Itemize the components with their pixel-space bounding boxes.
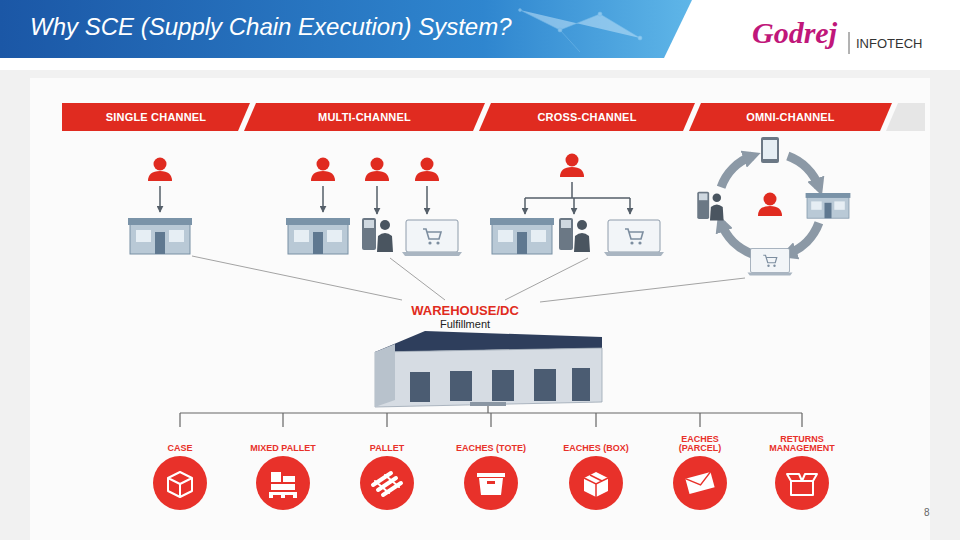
red-circle-icon (672, 455, 728, 511)
red-circle-icon (774, 455, 830, 511)
package-icon (269, 472, 297, 498)
fulfillment-circle: EACHES (PARCEL) (660, 429, 740, 511)
circle-fill (569, 456, 623, 510)
circle-label: PALLET (370, 444, 404, 453)
logo-wordmark: Godrej (752, 16, 837, 50)
slide-title: Why SCE (Supply Chain Execution) System? (30, 13, 512, 41)
circle-label: MIXED PALLET (250, 444, 315, 453)
band-tail (886, 103, 925, 131)
channel-band: OMNI-CHANNEL (689, 103, 892, 131)
circle-label: RETURNS MANAGEMENT (766, 435, 838, 453)
page-number: 8 (924, 507, 930, 518)
cross-channel-icons (490, 154, 664, 257)
red-circle-icon (568, 455, 624, 511)
logo-divider (849, 32, 850, 54)
channel-band: CROSS-CHANNEL (479, 103, 695, 131)
package-icon (477, 473, 505, 495)
circle-fill (360, 456, 414, 510)
circle-heading: PALLET (347, 429, 427, 453)
package-icon (584, 472, 608, 497)
band-label: MULTI-CHANNEL (318, 111, 411, 123)
red-circle-icon (152, 455, 208, 511)
circle-fill (673, 456, 727, 510)
circle-label: EACHES (BOX) (563, 444, 629, 453)
circle-label: EACHES (TOTE) (456, 444, 526, 453)
circle-fill (256, 456, 310, 510)
package-icon (168, 472, 192, 497)
circle-heading: EACHES (PARCEL) (660, 429, 740, 453)
warehouse-building (375, 331, 602, 407)
fulfillment-circle: CASE (140, 429, 220, 511)
fulfillment-label: Fulfillment (440, 318, 490, 330)
band-label: OMNI-CHANNEL (746, 111, 835, 123)
circle-heading: RETURNS MANAGEMENT (762, 429, 842, 453)
package-icon (787, 474, 817, 495)
circle-label: EACHES (PARCEL) (664, 435, 736, 453)
red-circle-icon (463, 455, 519, 511)
band-label: SINGLE CHANNEL (106, 111, 207, 123)
circle-heading: EACHES (BOX) (556, 429, 636, 453)
multi-channel-icons (286, 158, 462, 257)
channel-band: MULTI-CHANNEL (244, 103, 485, 131)
package-icon (685, 472, 714, 494)
omni-channel-icons (697, 137, 850, 276)
title-banner (0, 0, 692, 58)
fulfillment-circle: RETURNS MANAGEMENT (762, 429, 842, 511)
fulfillment-circle: EACHES (TOTE) (451, 429, 531, 511)
converging-lines (192, 256, 745, 302)
channel-band: SINGLE CHANNEL (62, 103, 250, 131)
circle-heading: EACHES (TOTE) (451, 429, 531, 453)
fulfillment-circle: PALLET (347, 429, 427, 511)
warehouse-label: WAREHOUSE/DC (411, 303, 519, 318)
logo-infotech: INFOTECH (856, 36, 922, 51)
band-label: CROSS-CHANNEL (537, 111, 636, 123)
fulfillment-circle: EACHES (BOX) (556, 429, 636, 511)
circle-fill (775, 456, 829, 510)
red-circle-icon (255, 455, 311, 511)
single-channel-icons (128, 158, 192, 255)
circle-fill (464, 456, 518, 510)
distribution-tree (180, 406, 802, 427)
circle-heading: MIXED PALLET (243, 429, 323, 453)
circle-fill (153, 456, 207, 510)
package-icon (373, 473, 401, 495)
red-circle-icon (359, 455, 415, 511)
fulfillment-circle: MIXED PALLET (243, 429, 323, 511)
circle-label: CASE (167, 444, 192, 453)
circle-heading: CASE (140, 429, 220, 453)
